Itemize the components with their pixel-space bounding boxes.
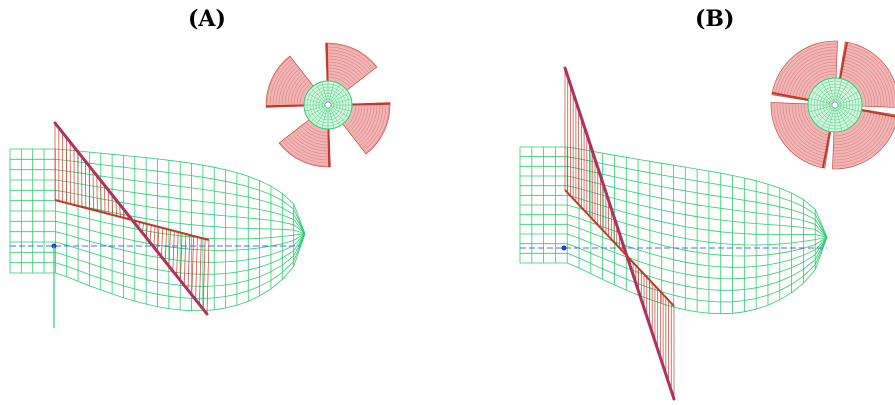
panel-label-b: (B): [695, 6, 735, 32]
panel-b-figure: [519, 40, 895, 401]
panel-b: (B): [447, 0, 895, 405]
panel-a-figure: [9, 42, 391, 328]
blade-lines-b: [563, 66, 676, 401]
axis-origin-b: [561, 245, 567, 251]
front-view-a: [265, 42, 391, 168]
hub-mesh-b: [519, 146, 828, 315]
panel-a: (A): [0, 0, 447, 405]
blade-lines-a: [53, 121, 210, 316]
hub-mesh-a: [9, 148, 306, 312]
panel-label-a: (A): [188, 6, 226, 32]
front-view-b: [770, 40, 895, 170]
